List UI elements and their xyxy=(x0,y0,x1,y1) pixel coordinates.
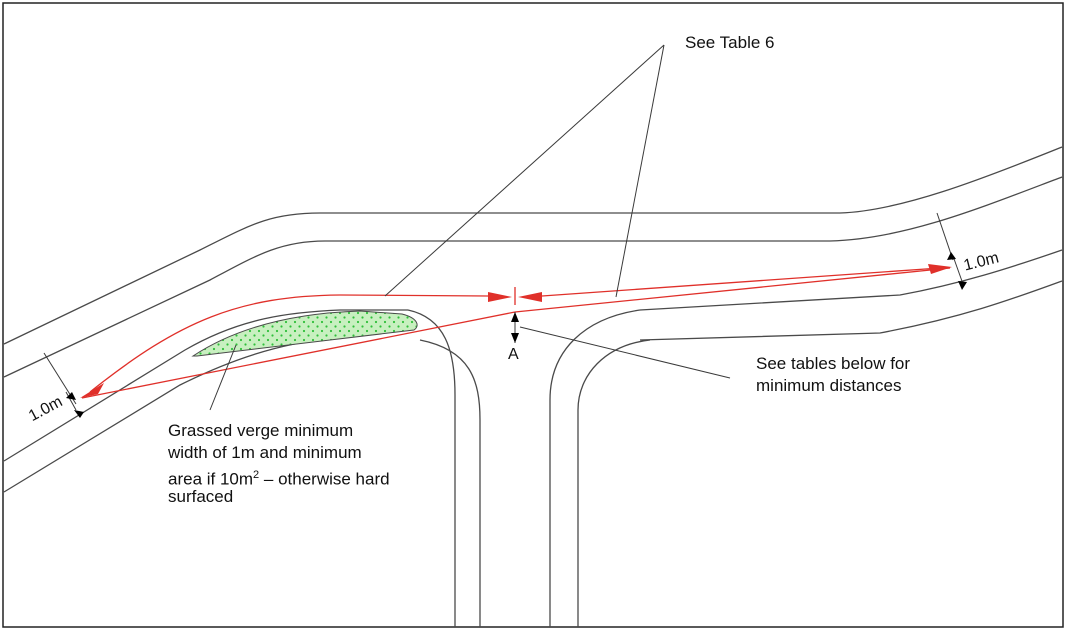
dimension-right-extension xyxy=(936,212,954,261)
road-near-edge-right xyxy=(639,280,1063,341)
leader-grassed-verge xyxy=(209,344,237,411)
dimension-left-arrow-1 xyxy=(66,392,76,400)
visibility-splay-right xyxy=(514,267,951,313)
dimension-left-line xyxy=(65,391,77,411)
side-road-right-kerb xyxy=(549,309,641,627)
grassed-verge-label-line3-prefix: area if 10m xyxy=(168,469,254,489)
side-road-left-edge xyxy=(419,339,481,627)
grassed-verge xyxy=(191,310,418,357)
dimension-right-line xyxy=(952,255,964,285)
grassed-verge-label-superscript: 2 xyxy=(253,469,260,481)
see-tables-below-label-line2: minimum distances xyxy=(756,376,902,395)
leader-min-distances xyxy=(519,326,731,379)
dimension-a-arrow-bottom xyxy=(511,333,519,343)
dimension-right-arrow-2 xyxy=(958,281,967,290)
dimension-a-arrow-top xyxy=(511,312,519,322)
road-far-lane-line xyxy=(3,176,1063,378)
road-far-kerb xyxy=(3,146,1063,345)
dimension-left-arrow-2 xyxy=(74,410,84,418)
visibility-splay-left xyxy=(81,311,516,399)
arrowhead-centre-right xyxy=(518,292,542,302)
arrowhead-centre-left xyxy=(488,292,512,302)
side-road-left-kerb xyxy=(407,309,456,627)
leader-table6-right xyxy=(615,44,665,298)
grassed-verge-label-line3: area if 10m2 – otherwise hard xyxy=(168,464,390,491)
road-near-kerb-right xyxy=(639,249,1063,311)
grassed-verge-label-line3-suffix: – otherwise hard xyxy=(259,469,390,489)
leader-table6-left xyxy=(384,44,665,297)
dimension-a-label: A xyxy=(508,346,519,363)
arrowhead-right xyxy=(928,264,952,274)
arrowhead-left xyxy=(80,383,104,398)
see-table-6-label: See Table 6 xyxy=(685,33,775,52)
grassed-verge-label-line4: surfaced xyxy=(168,487,234,506)
visibility-curve-left xyxy=(89,294,489,393)
see-tables-below-label-line1: See tables below for xyxy=(756,354,911,373)
grassed-verge-label-line2: width of 1m and minimum xyxy=(168,443,362,462)
dimension-right-arrow-1 xyxy=(947,252,956,260)
visibility-line-right xyxy=(541,267,941,297)
grassed-verge-label-line1: Grassed verge minimum xyxy=(168,421,354,440)
road-near-kerb-left xyxy=(3,309,408,462)
side-road-right-edge xyxy=(577,339,651,627)
